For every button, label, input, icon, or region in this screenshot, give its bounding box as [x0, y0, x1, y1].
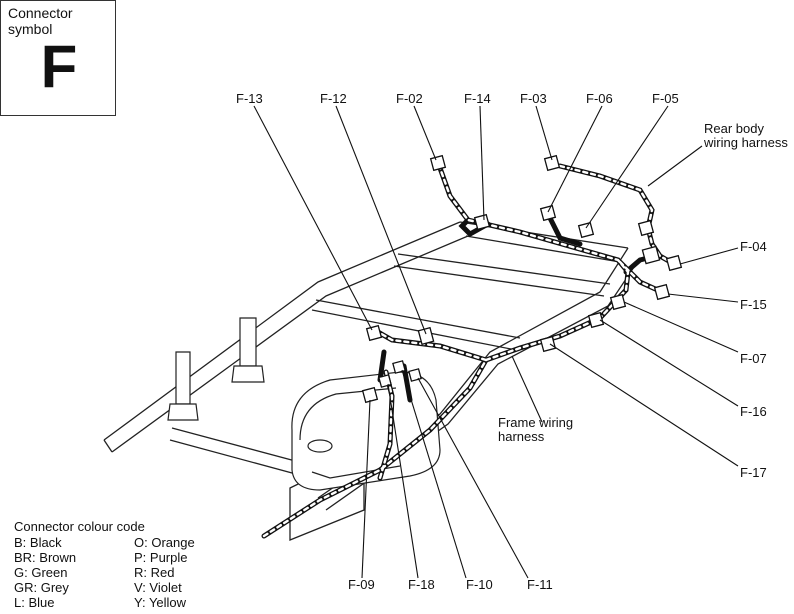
connector-blocks: [361, 154, 683, 404]
label-f11: F-11: [527, 577, 553, 592]
label-f12: F-12: [320, 91, 347, 106]
legend-item: V: Violet: [134, 580, 182, 595]
label-f04: F-04: [740, 239, 767, 254]
legend-item: Y: Yellow: [134, 595, 187, 610]
label-f18: F-18: [408, 577, 435, 592]
label-rear-body-wiring-harness: Rear body wiring harness: [704, 121, 788, 150]
legend-item: BR: Brown: [14, 550, 77, 565]
legend-item: GR: Grey: [14, 580, 69, 595]
label-f09: F-09: [348, 577, 375, 592]
connector-symbol-box: Connector symbol F: [0, 0, 116, 116]
connector-symbol-letter: F: [40, 33, 78, 100]
label-f17: F-17: [740, 465, 767, 480]
label-f02: F-02: [396, 91, 423, 106]
label-f03: F-03: [520, 91, 547, 106]
legend-item: O: Orange: [134, 535, 195, 550]
legend-item: R: Red: [134, 565, 175, 580]
legend-item: P: Purple: [134, 550, 188, 565]
label-f13: F-13: [236, 91, 263, 106]
legend-item: L: Blue: [14, 595, 55, 610]
leader-lines: [253, 105, 739, 579]
label-f06: F-06: [586, 91, 613, 106]
label-f07: F-07: [740, 351, 767, 366]
label-f15: F-15: [740, 297, 767, 312]
legend-item: B: Black: [14, 535, 62, 550]
connector-colour-legend: Connector colour code B: Black O: Orange…: [14, 519, 274, 610]
label-frame-wiring-harness: Frame wiring harness: [498, 415, 574, 444]
label-f14: F-14: [464, 91, 491, 106]
legend-title: Connector colour code: [14, 519, 145, 534]
label-f16: F-16: [740, 404, 767, 419]
label-f05: F-05: [652, 91, 679, 106]
connector-symbol-caption: Connector symbol: [8, 5, 73, 37]
label-f10: F-10: [466, 577, 493, 592]
legend-item: G: Green: [14, 565, 68, 580]
body-mounts: [167, 317, 265, 421]
